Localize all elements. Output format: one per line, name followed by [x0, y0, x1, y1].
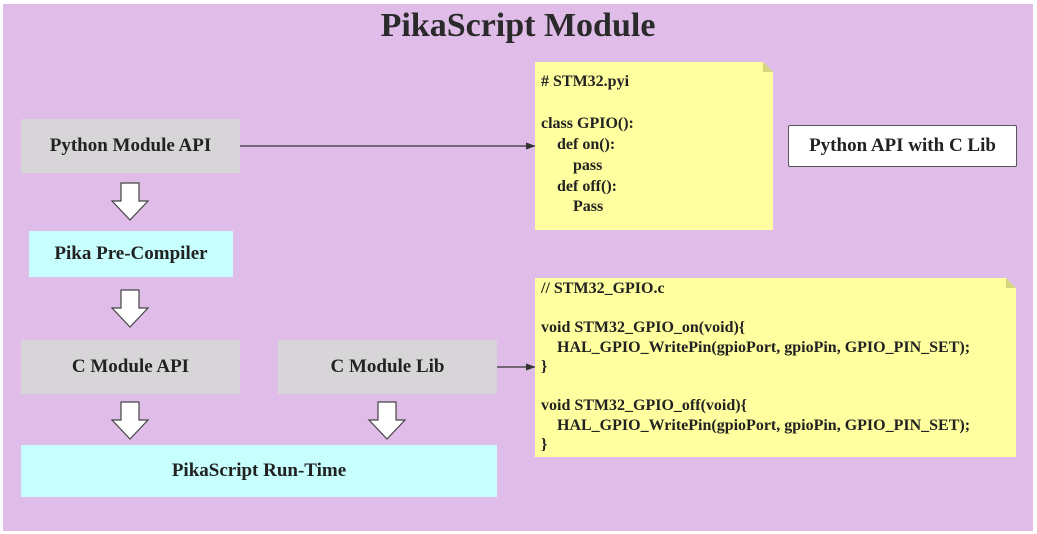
stm32-gpio-c-note: // STM32_GPIO.c void STM32_GPIO_on(void)… [535, 278, 1016, 457]
down-arrow-icon [110, 289, 150, 328]
down-arrow-icon [110, 401, 150, 440]
pikascript-runtime-box: PikaScript Run-Time [21, 445, 497, 497]
down-arrow-icon [110, 182, 150, 221]
stm32-pyi-code: # STM32.pyi class GPIO(): def on(): pass… [541, 73, 634, 216]
c-module-api-box: C Module API [21, 340, 240, 394]
diagram-title: PikaScript Module [380, 7, 656, 44]
stm32-pyi-note: # STM32.pyi class GPIO(): def on(): pass… [535, 62, 773, 230]
down-arrow-icon [367, 401, 407, 440]
c-module-lib-box: C Module Lib [278, 340, 497, 394]
pika-pre-compiler-box: Pika Pre-Compiler [29, 231, 233, 277]
python-module-api-box: Python Module API [21, 119, 240, 173]
note-fold-corner [1006, 278, 1016, 288]
python-api-with-c-lib-box: Python API with C Lib [788, 125, 1017, 167]
note-fold-corner [763, 62, 773, 72]
stm32-gpio-c-code: // STM32_GPIO.c void STM32_GPIO_on(void)… [541, 280, 971, 453]
